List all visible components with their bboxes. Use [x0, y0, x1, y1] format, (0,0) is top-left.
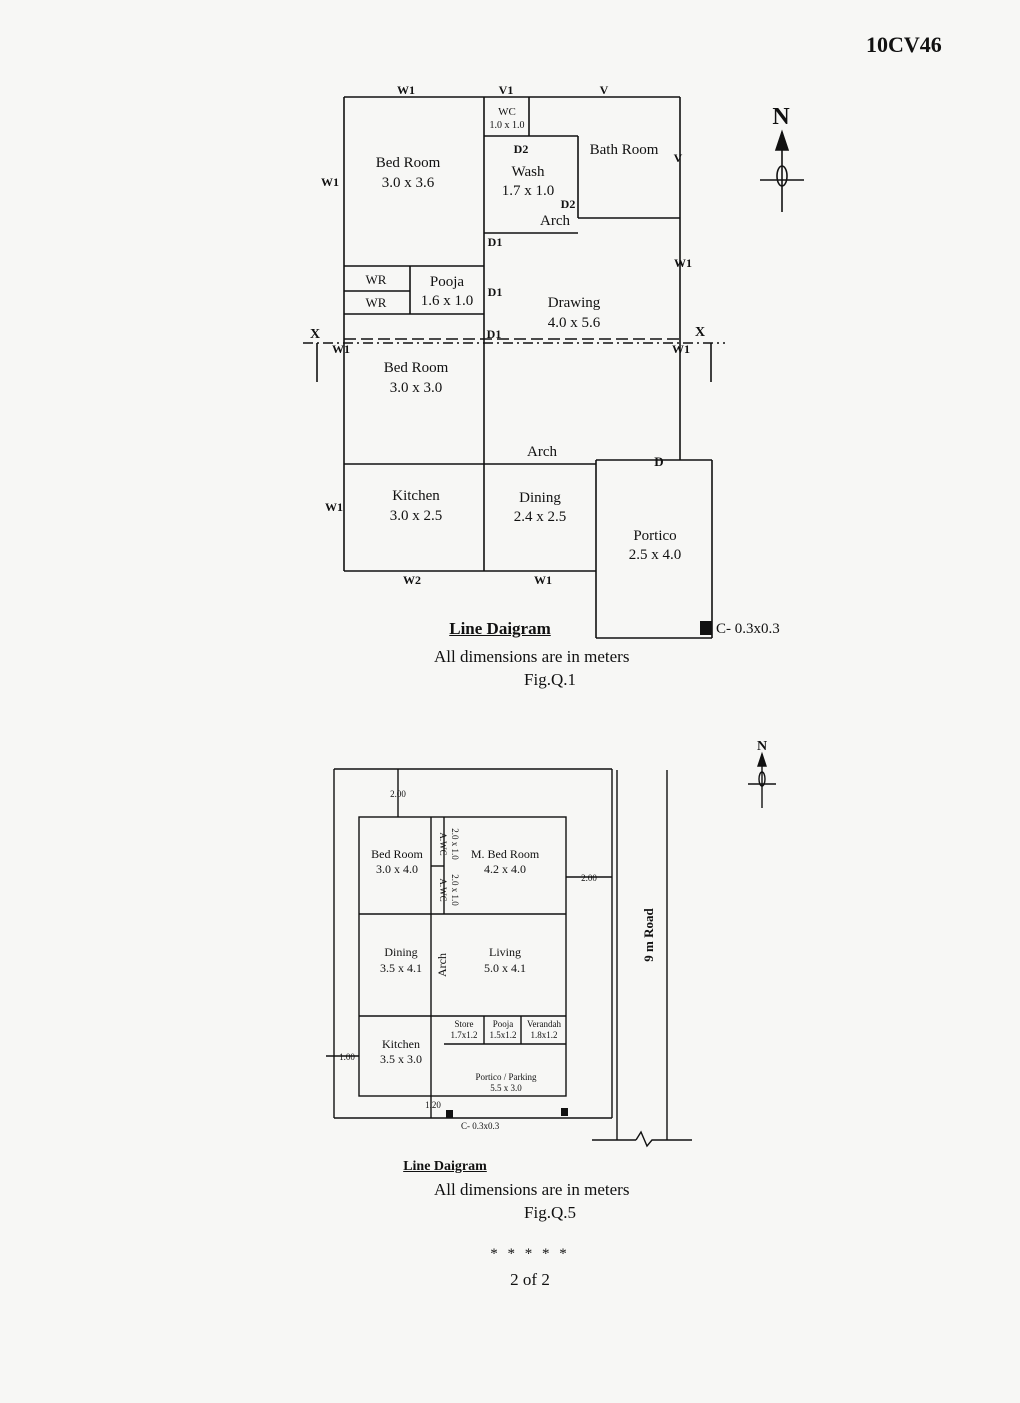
- fig1-d-portico: D: [654, 454, 663, 469]
- fig1-caption: Fig.Q.1: [524, 670, 576, 689]
- fig5-dim-top: 2.00: [390, 789, 406, 799]
- fig5-dim-left: 1.00: [339, 1052, 355, 1062]
- fig1-v1: V1: [499, 83, 514, 97]
- fig5-portico-size: 5.5 x 3.0: [490, 1083, 522, 1093]
- fig1-w1-left-upper: W1: [321, 175, 339, 189]
- fig1-pooja-size: 1.6 x 1.0: [421, 293, 474, 309]
- fig5-verandah-size: 1.8x1.2: [531, 1030, 558, 1040]
- fig5-column-marker-right: [561, 1108, 568, 1116]
- fig1-wc-label: WC: [498, 106, 516, 118]
- fig1-kitchen-label: Kitchen: [392, 488, 440, 504]
- fig5-title: Line Daigram: [403, 1159, 487, 1174]
- fig5-portico-label: Portico / Parking: [476, 1072, 537, 1082]
- fig5-bed-label: Bed Room: [371, 847, 423, 861]
- subject-code: 10CV46: [866, 32, 942, 57]
- fig1-d2-bath: D2: [561, 197, 576, 211]
- fig5-kitchen-label: Kitchen: [382, 1037, 420, 1051]
- fig1-portico-size: 2.5 x 4.0: [629, 547, 682, 563]
- fig5-north-label: N: [757, 739, 767, 754]
- fig1-drawing-label: Drawing: [548, 295, 601, 311]
- fig5-awc2-size: 2.0 x 1.0: [450, 874, 460, 906]
- fig5-labels: Bed Room 3.0 x 4.0 M. Bed Room 4.2 x 4.0…: [339, 739, 767, 1110]
- fig1-dining-size: 2.4 x 2.5: [514, 509, 567, 525]
- fig1-d1-bed: D1: [487, 327, 502, 341]
- fig5-pooja-size: 1.5x1.2: [490, 1030, 517, 1040]
- fig5-verandah-label: Verandah: [527, 1019, 561, 1029]
- fig1-column-label: C- 0.3x0.3: [716, 621, 780, 637]
- fig1-plan: [303, 96, 804, 639]
- fig5-plan: [326, 751, 776, 1148]
- fig1-w2: W2: [403, 573, 421, 587]
- fig5-store-label: Store: [455, 1019, 474, 1029]
- fig5-column-marker-left: [446, 1110, 453, 1118]
- fig1-w1-top: W1: [397, 83, 415, 97]
- fig5-caption: Fig.Q.5: [524, 1203, 576, 1222]
- fig1-column-marker: [700, 621, 712, 635]
- fig5-living-label: Living: [489, 945, 521, 959]
- fig1-subtitle: All dimensions are in meters: [434, 647, 630, 666]
- fig1-w1-bed2: W1: [332, 342, 350, 356]
- fig1-arch-dining: Arch: [527, 444, 557, 460]
- fig5-mbed-size: 4.2 x 4.0: [484, 862, 526, 876]
- fig5-dining-label: Dining: [384, 945, 417, 959]
- fig1-d1-upper: D1: [488, 235, 503, 249]
- fig5-arch-label: Arch: [435, 953, 449, 977]
- fig1-wr2-label: WR: [366, 295, 387, 310]
- fig5-column-label: C- 0.3x0.3: [461, 1121, 500, 1131]
- fig5-awc2-label: A.WC: [438, 878, 448, 901]
- fig1-d2-wash: D2: [514, 142, 529, 156]
- fig1-labels: Bed Room 3.0 x 3.6 WC 1.0 x 1.0 Wash 1.7…: [366, 106, 682, 563]
- fig1-bed2-size: 3.0 x 3.0: [390, 380, 443, 396]
- fig1-bed2-label: Bed Room: [384, 360, 449, 376]
- fig1-wc-size: 1.0 x 1.0: [490, 120, 525, 131]
- fig5-awc1-label: A.WC: [438, 832, 448, 855]
- fig1-arch-wash: Arch: [540, 213, 570, 229]
- fig1-v-top: V: [600, 83, 609, 97]
- fig1-v-right: V: [674, 151, 683, 165]
- fig1-portico-label: Portico: [633, 528, 676, 544]
- fig5-bed-size: 3.0 x 4.0: [376, 862, 418, 876]
- fig1-bed1-label: Bed Room: [376, 155, 441, 171]
- fig1-pooja-label: Pooja: [430, 274, 465, 290]
- page-number: 2 of 2: [510, 1270, 550, 1289]
- fig1-w1-bottom: W1: [534, 573, 552, 587]
- fig1-x-right: X: [695, 325, 705, 340]
- fig5-mbed-label: M. Bed Room: [471, 847, 540, 861]
- fig1-w1-right: W1: [674, 256, 692, 270]
- fig5-dim-bottom: 1.20: [425, 1100, 441, 1110]
- fig1-d1-pooja: D1: [488, 285, 503, 299]
- fig1-drawing-size: 4.0 x 5.6: [548, 315, 601, 331]
- fig1-kitchen-size: 3.0 x 2.5: [390, 508, 443, 524]
- fig5-dining-size: 3.5 x 4.1: [380, 961, 422, 975]
- fig5-vertical-labels: A.WC 2.0 x 1.0 A.WC 2.0 x 1.0 Arch 9 m R…: [435, 828, 656, 977]
- fig5-pooja-label: Pooja: [493, 1019, 514, 1029]
- fig1-openings: W1 V1 V W1 V D2 D2 Arch D1 W1 D1 D1 X X …: [310, 83, 790, 587]
- fig5-store-size: 1.7x1.2: [451, 1030, 478, 1040]
- fig5-living-size: 5.0 x 4.1: [484, 961, 526, 975]
- fig1-dining-label: Dining: [519, 490, 561, 506]
- fig5-subtitle: All dimensions are in meters: [434, 1180, 630, 1199]
- fig5-dim-right: 2.00: [581, 873, 597, 883]
- end-stars: * * * * *: [490, 1246, 570, 1262]
- fig5-kitchen-size: 3.5 x 3.0: [380, 1052, 422, 1066]
- fig1-x-left: X: [310, 327, 320, 342]
- fig1-wash-size: 1.7 x 1.0: [502, 183, 555, 199]
- fig5-road-label: 9 m Road: [641, 908, 656, 962]
- fig1-wash-label: Wash: [512, 164, 545, 180]
- fig1-title: Line Daigram: [449, 619, 551, 638]
- fig1-north-label: N: [772, 104, 790, 130]
- fig1-bed1-size: 3.0 x 3.6: [382, 175, 435, 191]
- fig1-bath-label: Bath Room: [590, 142, 659, 158]
- fig1-wr1-label: WR: [366, 272, 387, 287]
- fig5-awc1-size: 2.0 x 1.0: [450, 828, 460, 860]
- fig1-w1-kitchen: W1: [325, 500, 343, 514]
- fig1-w1-drawing: W1: [672, 342, 690, 356]
